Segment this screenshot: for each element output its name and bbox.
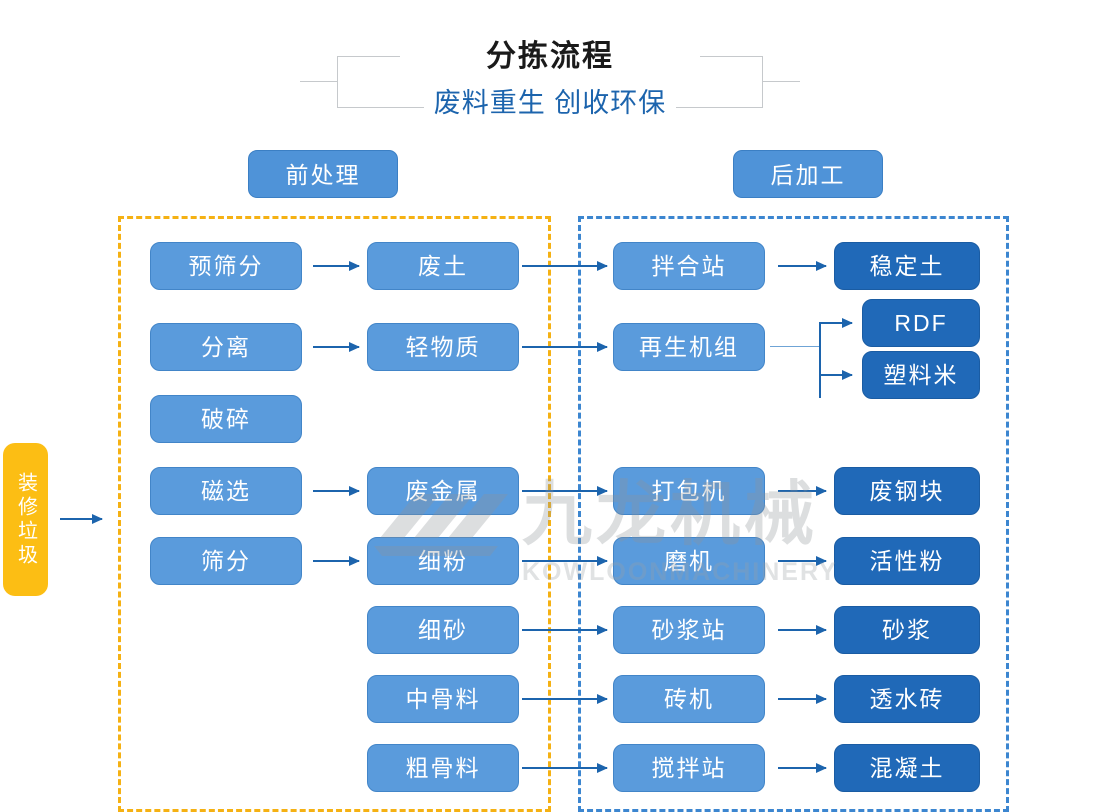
node-product-stabilized-soil[interactable]: 稳定土 xyxy=(834,242,980,290)
node-material-waste-soil[interactable]: 废土 xyxy=(367,242,519,290)
node-machine-mill[interactable]: 磨机 xyxy=(613,537,765,585)
node-product-scrap-steel[interactable]: 废钢块 xyxy=(834,467,980,515)
page-title: 分拣流程 xyxy=(400,36,700,78)
arrow-waste-soil-to-mixing-station xyxy=(522,261,608,271)
arrow-coarse-aggregate-to-batching-plant xyxy=(522,763,608,773)
arrow-separation-to-light-material xyxy=(313,342,360,352)
title-rule-left xyxy=(300,81,338,82)
connector-recycling-stem xyxy=(770,346,820,347)
node-machine-batching-plant[interactable]: 搅拌站 xyxy=(613,744,765,792)
zone-pre-process-boundary xyxy=(118,216,551,812)
node-product-plastic-pellets[interactable]: 塑料米 xyxy=(862,351,980,399)
node-product-rdf[interactable]: RDF xyxy=(862,299,980,347)
connector-recycling-riser xyxy=(819,322,821,398)
node-machine-baler[interactable]: 打包机 xyxy=(613,467,765,515)
arrow-input-to-pre-zone xyxy=(60,514,103,524)
node-machine-recycling-unit[interactable]: 再生机组 xyxy=(613,323,765,371)
arrow-screening-to-fine-powder xyxy=(313,556,360,566)
page-subtitle-text: 废料重生 创收环保 xyxy=(423,88,677,118)
arrow-mortar-station-to-mortar xyxy=(778,625,827,635)
arrow-baler-to-scrap-steel xyxy=(778,486,827,496)
arrow-fine-sand-to-mortar-station xyxy=(522,625,608,635)
node-material-fine-sand[interactable]: 细砂 xyxy=(367,606,519,654)
node-product-mortar[interactable]: 砂浆 xyxy=(834,606,980,654)
arrow-brick-machine-to-permeable-brick xyxy=(778,694,827,704)
arrow-magnetic-to-scrap-metal xyxy=(313,486,360,496)
arrow-recycling-to-plastic-pellets xyxy=(819,370,853,380)
node-machine-mixing-station[interactable]: 拌合站 xyxy=(613,242,765,290)
section-header-pre-process[interactable]: 前处理 xyxy=(248,150,398,198)
arrow-medium-aggregate-to-brick-machine xyxy=(522,694,608,704)
arrow-mixing-to-stabilized-soil xyxy=(778,261,827,271)
node-material-scrap-metal[interactable]: 废金属 xyxy=(367,467,519,515)
node-op-pre-screening[interactable]: 预筛分 xyxy=(150,242,302,290)
node-material-medium-aggregate[interactable]: 中骨料 xyxy=(367,675,519,723)
input-node-renovation-waste[interactable]: 装修垃圾 xyxy=(3,443,48,596)
arrow-light-material-to-recycling-unit xyxy=(522,342,608,352)
node-material-light-material[interactable]: 轻物质 xyxy=(367,323,519,371)
arrow-batching-plant-to-concrete xyxy=(778,763,827,773)
node-machine-mortar-station[interactable]: 砂浆站 xyxy=(613,606,765,654)
arrow-mill-to-activated-powder xyxy=(778,556,827,566)
node-op-separation[interactable]: 分离 xyxy=(150,323,302,371)
node-op-magnetic-sep[interactable]: 磁选 xyxy=(150,467,302,515)
node-op-crushing[interactable]: 破碎 xyxy=(150,395,302,443)
arrow-fine-powder-to-mill xyxy=(522,556,608,566)
arrow-recycling-to-rdf xyxy=(819,318,853,328)
title-rule-right xyxy=(762,81,800,82)
node-material-fine-powder[interactable]: 细粉 xyxy=(367,537,519,585)
page-subtitle: 废料重生 创收环保 xyxy=(0,84,1100,122)
arrow-scrap-metal-to-baler xyxy=(522,486,608,496)
zone-post-process-boundary xyxy=(578,216,1009,812)
node-op-screening[interactable]: 筛分 xyxy=(150,537,302,585)
node-machine-brick-machine[interactable]: 砖机 xyxy=(613,675,765,723)
arrow-pre-screening-to-waste-soil xyxy=(313,261,360,271)
node-product-concrete[interactable]: 混凝土 xyxy=(834,744,980,792)
node-material-coarse-aggregate[interactable]: 粗骨料 xyxy=(367,744,519,792)
section-header-post-process[interactable]: 后加工 xyxy=(733,150,883,198)
node-product-permeable-brick[interactable]: 透水砖 xyxy=(834,675,980,723)
node-product-activated-powder[interactable]: 活性粉 xyxy=(834,537,980,585)
